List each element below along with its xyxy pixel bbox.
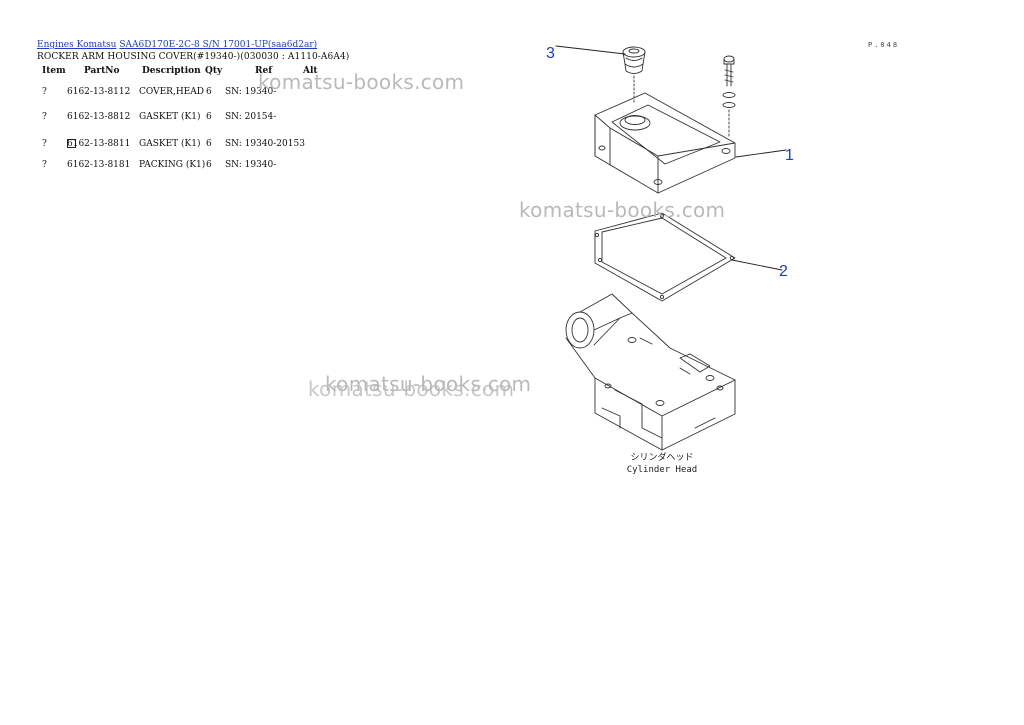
checkbox-icon[interactable] [67,139,76,148]
cell-partno: 6162-13-8112 [67,87,131,97]
cell-description: COVER,HEAD [139,87,204,97]
watermark: komatsu-books.com [325,372,532,396]
breadcrumb-link-model[interactable]: SAA6D170E-2C-8 S/N 17001-UP(saa6d2ar) [119,40,318,50]
callout-1: 1 [785,147,794,164]
callout-2: 2 [779,263,788,280]
cell-item: ? [42,139,47,149]
cell-ref: SN: 19340- [225,87,277,97]
page-code: P.048 [868,41,900,49]
cylinder-head-label-jp: シリンダヘッド [630,451,693,463]
watermark: komatsu-books.com [519,198,726,222]
col-header-ref: Ref [255,66,273,76]
cell-ref: SN: 19340-20153 [225,139,305,149]
callout-3: 3 [546,45,555,62]
cell-item: ? [42,87,47,97]
cell-qty: 6 [206,139,212,149]
cell-partno: 6162-13-8181 [67,160,131,170]
cell-qty: 6 [206,87,212,97]
cell-description: GASKET (K1) [139,139,201,149]
cell-item: ? [42,160,47,170]
cell-description: GASKET (K1) [139,112,201,122]
cylinder-head-label-en: Cylinder Head [627,465,697,475]
col-header-partno: PartNo [84,66,120,76]
cell-ref: SN: 19340- [225,160,277,170]
bolt-part [722,55,736,108]
col-header-alt: Alt [303,66,318,76]
cell-qty: 6 [206,112,212,122]
cell-partno: 6162-13-8811 [67,139,131,149]
breadcrumb-link-engines[interactable]: Engines Komatsu [37,40,117,50]
col-header-description: Description [142,66,201,76]
gasket-part [594,212,736,302]
breadcrumb: Engines Komatsu SAA6D170E-2C-8 S/N 17001… [37,40,317,50]
exploded-parts-diagram: 3 1 2 シリンダヘッド Cylinder Head [546,45,794,475]
breather-cap-part [622,46,646,74]
cell-qty: 6 [206,160,212,170]
watermark: komatsu-books.com [258,70,465,94]
head-cover-part [594,92,736,194]
cell-description: PACKING (K1) [139,160,206,170]
cylinder-head-part [565,293,736,451]
cell-item: ? [42,112,47,122]
page-title: ROCKER ARM HOUSING COVER(#19340-)(030030… [37,52,350,62]
cell-partno: 6162-13-8812 [67,112,131,122]
col-header-qty: Qty [205,66,223,76]
col-header-item: Item [42,66,66,76]
cell-ref: SN: 20154- [225,112,277,122]
watermark: komatsu-books.com [308,377,515,401]
